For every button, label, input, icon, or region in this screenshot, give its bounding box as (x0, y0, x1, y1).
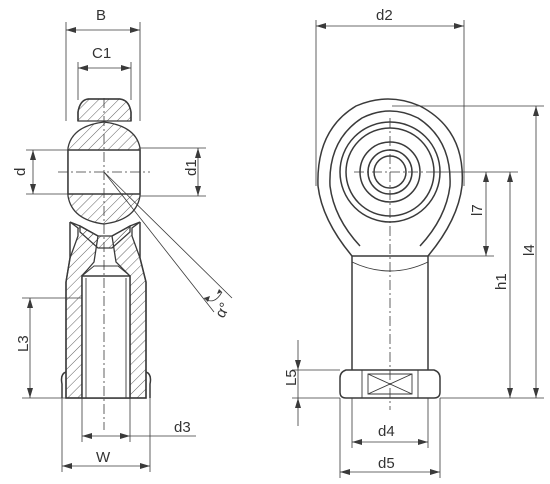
eye-inner-outline (329, 110, 451, 247)
label-C1: C1 (92, 45, 111, 62)
label-B: B (96, 7, 106, 24)
label-W: W (96, 449, 111, 466)
thread-bore (81, 275, 131, 399)
label-d5: d5 (378, 455, 395, 472)
section-view (22, 22, 233, 472)
label-L3: L3 (15, 335, 32, 352)
label-d2: d2 (376, 7, 393, 24)
housing-neck-section (79, 224, 131, 249)
label-alpha: α° (212, 300, 234, 321)
label-L5: L5 (283, 369, 300, 386)
label-h1: h1 (493, 273, 510, 290)
hex-base (339, 369, 441, 399)
neck-outline (351, 255, 429, 370)
base-flange (60, 371, 152, 398)
housing-top-section (77, 98, 132, 122)
alpha-line-1 (103, 171, 215, 313)
label-d3: d3 (174, 419, 191, 436)
eye-outer-outline (317, 98, 464, 257)
label-d: d (12, 168, 29, 176)
label-l7: l7 (469, 204, 486, 216)
label-l4: l4 (521, 244, 538, 256)
label-d1: d1 (183, 159, 200, 176)
alpha-line-2 (103, 171, 233, 299)
label-d4: d4 (378, 423, 395, 440)
front-view (292, 20, 544, 478)
thread-chamfer (81, 265, 131, 277)
